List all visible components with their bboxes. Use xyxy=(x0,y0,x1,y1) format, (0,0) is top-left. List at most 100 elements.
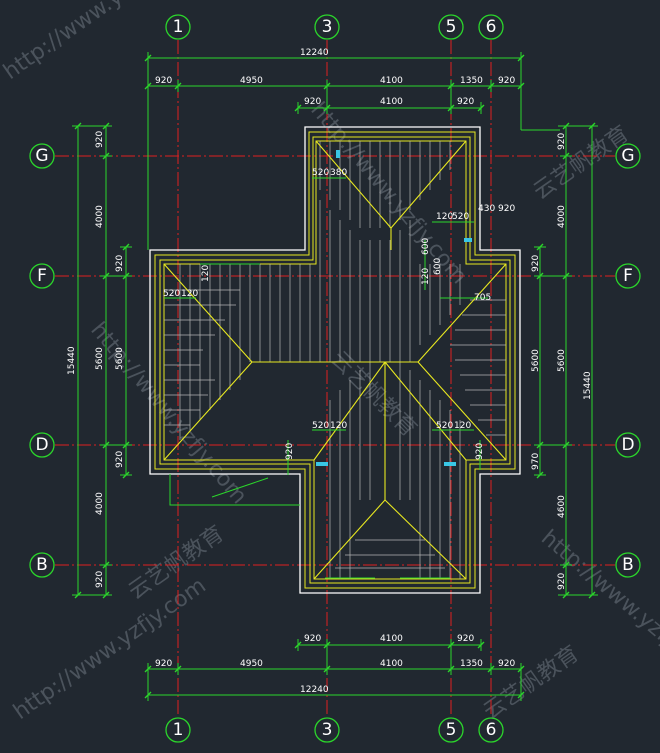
note-9: 600 xyxy=(433,258,443,275)
note-5: 520 xyxy=(163,289,180,299)
dim-left-total: 15440 xyxy=(67,346,77,375)
roof-ridge-lines xyxy=(163,140,507,580)
axis-lines xyxy=(55,40,615,715)
dim-right-chain-7: 920 xyxy=(557,573,567,590)
note-11: 120 xyxy=(201,265,211,282)
note-17: 120 xyxy=(454,421,471,431)
dim-right-small-1: 430 xyxy=(478,204,495,214)
dim-left-chain-4: 5600 xyxy=(95,347,105,370)
axis-bubbles xyxy=(29,14,641,743)
axis-label-6-bottom: 6 xyxy=(486,720,497,740)
dim-bottom-chain-1: 920 xyxy=(155,659,172,669)
dim-left-chain-1: 920 xyxy=(95,131,105,148)
axis-bubble-3-bottom xyxy=(314,717,340,743)
axis-bubble-D-left xyxy=(29,432,55,458)
note-10: 120 xyxy=(421,268,431,285)
dim-right-chain-6: 4600 xyxy=(557,495,567,518)
axis-label-D-left: D xyxy=(35,435,48,455)
dim-right-chain-4: 5600 xyxy=(557,349,567,372)
axis-label-3-top: 3 xyxy=(322,17,333,37)
axis-label-1-top: 1 xyxy=(173,17,184,37)
axis-bubble-B-left xyxy=(29,552,55,578)
dim-left-chain-2: 4000 xyxy=(95,205,105,228)
dim-left-chain-5: 920 xyxy=(115,451,125,468)
dim-top-chain-5: 920 xyxy=(498,76,515,86)
downpipe-markers xyxy=(316,150,472,466)
axis-bubble-5-top xyxy=(438,14,464,40)
dim-top-chain-2: 4950 xyxy=(240,76,263,86)
axis-label-5-bottom: 5 xyxy=(446,720,457,740)
dim-top-total: 12240 xyxy=(300,48,329,58)
axis-bubble-G-left xyxy=(29,143,55,169)
dim-right-inner: 5600 xyxy=(531,349,541,372)
watermark-url-4: http://www.yzfjy.com xyxy=(9,573,211,725)
axis-bubble-D-right xyxy=(615,432,641,458)
note-8: 600 xyxy=(421,238,431,255)
note-15: 920 xyxy=(285,443,295,460)
gutter-line-2 xyxy=(159,136,511,584)
axis-bubble-5-bottom xyxy=(438,717,464,743)
gutter-line-1 xyxy=(154,131,516,589)
note-13: 120 xyxy=(330,421,347,431)
detail-marks xyxy=(164,177,488,579)
watermark-url-2: http://www.yzfjy.com xyxy=(85,318,251,509)
axis-bubble-3-top xyxy=(314,14,340,40)
dim-bottom-inner-3: 920 xyxy=(457,634,474,644)
dim-bottom-total: 12240 xyxy=(300,685,329,695)
note-4: 520 xyxy=(452,212,469,222)
dim-right-chain-2: 4000 xyxy=(557,205,567,228)
axis-label-F-left: F xyxy=(37,266,47,286)
note-2: 380 xyxy=(330,168,347,178)
note-7: 705 xyxy=(474,293,491,303)
dim-top-chain-4: 1350 xyxy=(460,76,483,86)
axis-label-1-bottom: 1 xyxy=(173,720,184,740)
note-14: 520 xyxy=(436,421,453,431)
axis-label-D-right: D xyxy=(621,435,634,455)
dim-right-small-2: 920 xyxy=(498,204,515,214)
dim-right-chain-5: 970 xyxy=(531,453,541,470)
dim-top-inner-2: 4100 xyxy=(380,97,403,107)
axis-bubble-6-top xyxy=(478,14,504,40)
dim-bottom-inner-2: 4100 xyxy=(380,634,403,644)
axis-bubble-B-right xyxy=(615,552,641,578)
dim-left-inner: 5600 xyxy=(115,347,125,370)
axis-bubble-6-bottom xyxy=(478,717,504,743)
note-6: 120 xyxy=(181,289,198,299)
axis-label-3-bottom: 3 xyxy=(322,720,333,740)
dim-bottom-chain-4: 1350 xyxy=(460,659,483,669)
note-16: 920 xyxy=(475,443,485,460)
axis-labels: 1 3 5 6 1 3 5 6 G F D B G F D B xyxy=(35,17,634,740)
axis-label-6-top: 6 xyxy=(486,17,497,37)
dim-bottom-chain-2: 4950 xyxy=(240,659,263,669)
axis-bubble-G-right xyxy=(615,143,641,169)
dim-right-chain-3: 920 xyxy=(531,255,541,272)
note-3: 120 xyxy=(436,212,453,222)
dim-left-chain-6: 4000 xyxy=(95,492,105,515)
axis-label-B-right: B xyxy=(622,555,634,575)
dim-left-chain-7: 920 xyxy=(95,571,105,588)
dim-right-total: 15440 xyxy=(583,371,593,400)
dim-left-chain-3: 920 xyxy=(115,255,125,272)
dim-top-inner-1: 920 xyxy=(304,97,321,107)
dim-top-chain-1: 920 xyxy=(155,76,172,86)
axis-bubble-F-right xyxy=(615,263,641,289)
dim-bottom-inner-1: 920 xyxy=(304,634,321,644)
note-1: 520 xyxy=(312,168,329,178)
axis-bubble-1-bottom xyxy=(165,717,191,743)
dim-right-chain-1: 920 xyxy=(557,133,567,150)
watermark-brand-4: 云艺帆教育 xyxy=(479,641,583,725)
dim-top-inner-3: 920 xyxy=(457,97,474,107)
watermark-url-1: http://www.yzfjy.com xyxy=(0,0,201,85)
dim-bottom-chain-5: 920 xyxy=(498,659,515,669)
axis-bubble-1-top xyxy=(165,14,191,40)
axis-label-G-right: G xyxy=(621,146,634,166)
eave-line-outer xyxy=(149,126,521,594)
axis-label-G-left: G xyxy=(35,146,48,166)
dimension-labels: 12240 920 4950 4100 1350 920 920 4100 92… xyxy=(67,48,593,695)
axis-label-F-right: F xyxy=(623,266,633,286)
axis-label-5-top: 5 xyxy=(446,17,457,37)
dim-top-chain-3: 4100 xyxy=(380,76,403,86)
dimension-ticks xyxy=(74,54,596,699)
